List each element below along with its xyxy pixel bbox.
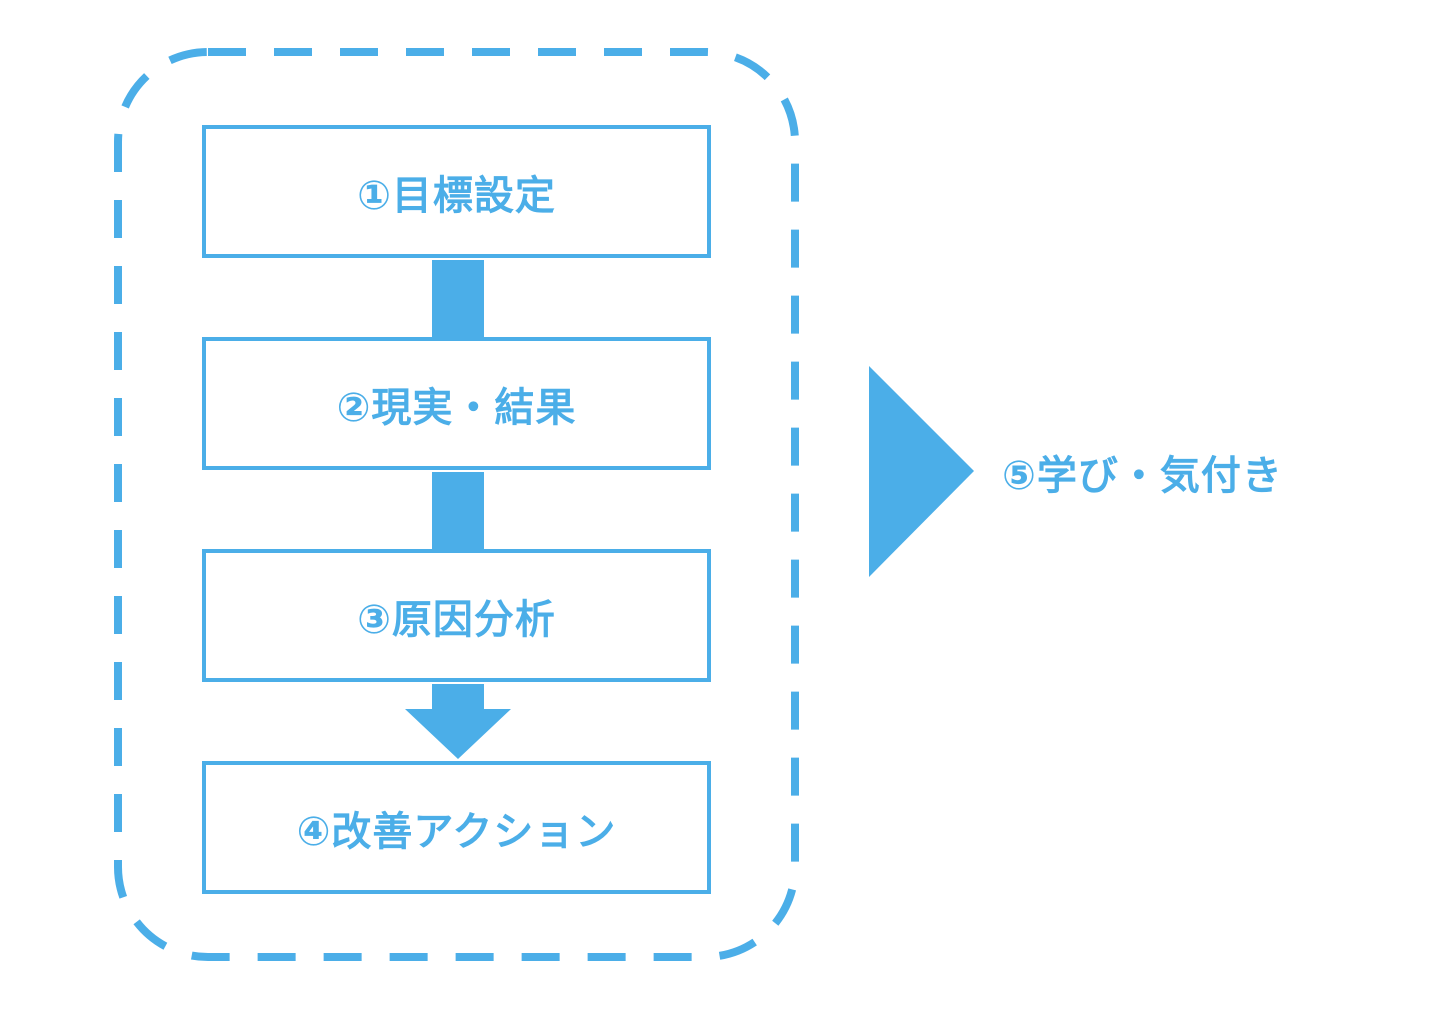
down-arrow-3-4 — [405, 684, 511, 759]
step-box-reality-result: ②現実・結果 — [202, 337, 711, 470]
step-box-cause-analysis: ③原因分析 — [202, 549, 711, 682]
result-label-learnings: ⑤学び・気付き — [1002, 453, 1283, 499]
step-label: ①目標設定 — [357, 172, 556, 219]
step-label: ②現実・結果 — [336, 384, 577, 431]
connector-2-3 — [432, 472, 484, 549]
step-box-goal-setting: ①目標設定 — [202, 125, 711, 258]
step-box-improvement-action: ④改善アクション — [202, 761, 711, 894]
step-label: ④改善アクション — [296, 808, 617, 855]
cycle-boundary — [114, 48, 799, 961]
step-label: ③原因分析 — [357, 596, 556, 643]
right-arrow-triangle — [869, 366, 974, 577]
connector-1-2 — [432, 260, 484, 337]
